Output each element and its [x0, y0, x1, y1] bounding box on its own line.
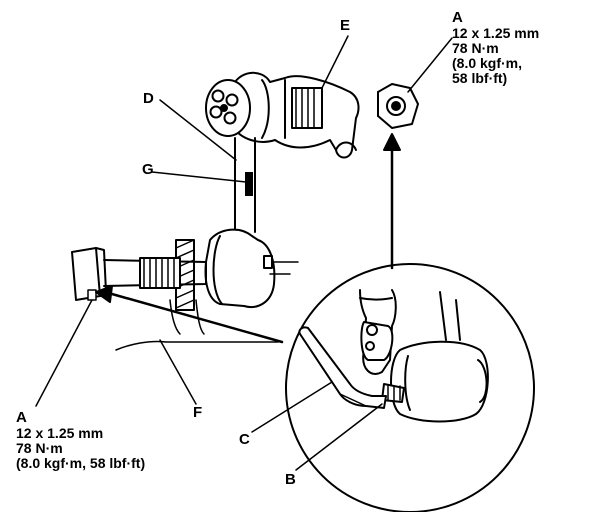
callout-a-top: A 12 x 1.25 mm 78 N·m (8.0 kgf·m, 58 lbf…	[452, 10, 539, 86]
leader-lines	[35, 35, 453, 471]
callout-a-top-letter: A	[452, 9, 463, 26]
label-b: B	[285, 471, 296, 488]
direction-arrows	[95, 133, 401, 344]
lower-ball-joint	[204, 228, 299, 308]
label-f: F	[193, 404, 203, 421]
upper-ball-joint	[205, 72, 360, 159]
lower-bolt-and-nut	[71, 247, 207, 301]
callout-a-top-thread: 12 x 1.25 mm	[452, 25, 540, 41]
paint-mark-g	[245, 172, 253, 196]
callout-a-bottom-torque: 78 N·m	[16, 440, 63, 456]
label-d: D	[143, 90, 154, 107]
callout-a-bottom-kgf-lbf: (8.0 kgf·m, 58 lbf·ft)	[16, 455, 146, 471]
detail-magnifier	[285, 263, 535, 512]
callout-a-top-kgf: (8.0 kgf·m,	[452, 55, 523, 71]
link-rod	[234, 137, 256, 233]
flange-nut-top	[377, 83, 419, 129]
callout-a-bottom: A 12 x 1.25 mm 78 N·m (8.0 kgf·m, 58 lbf…	[16, 410, 145, 471]
callout-a-top-torque: 78 N·m	[452, 40, 499, 56]
label-e: E	[340, 17, 351, 34]
callout-a-bottom-thread: 12 x 1.25 mm	[16, 425, 104, 441]
label-g: G	[142, 161, 154, 178]
callout-a-bottom-letter: A	[16, 409, 27, 426]
reference-line	[115, 340, 279, 351]
label-c: C	[239, 431, 250, 448]
callout-a-top-lbf: 58 lbf·ft)	[452, 70, 508, 86]
